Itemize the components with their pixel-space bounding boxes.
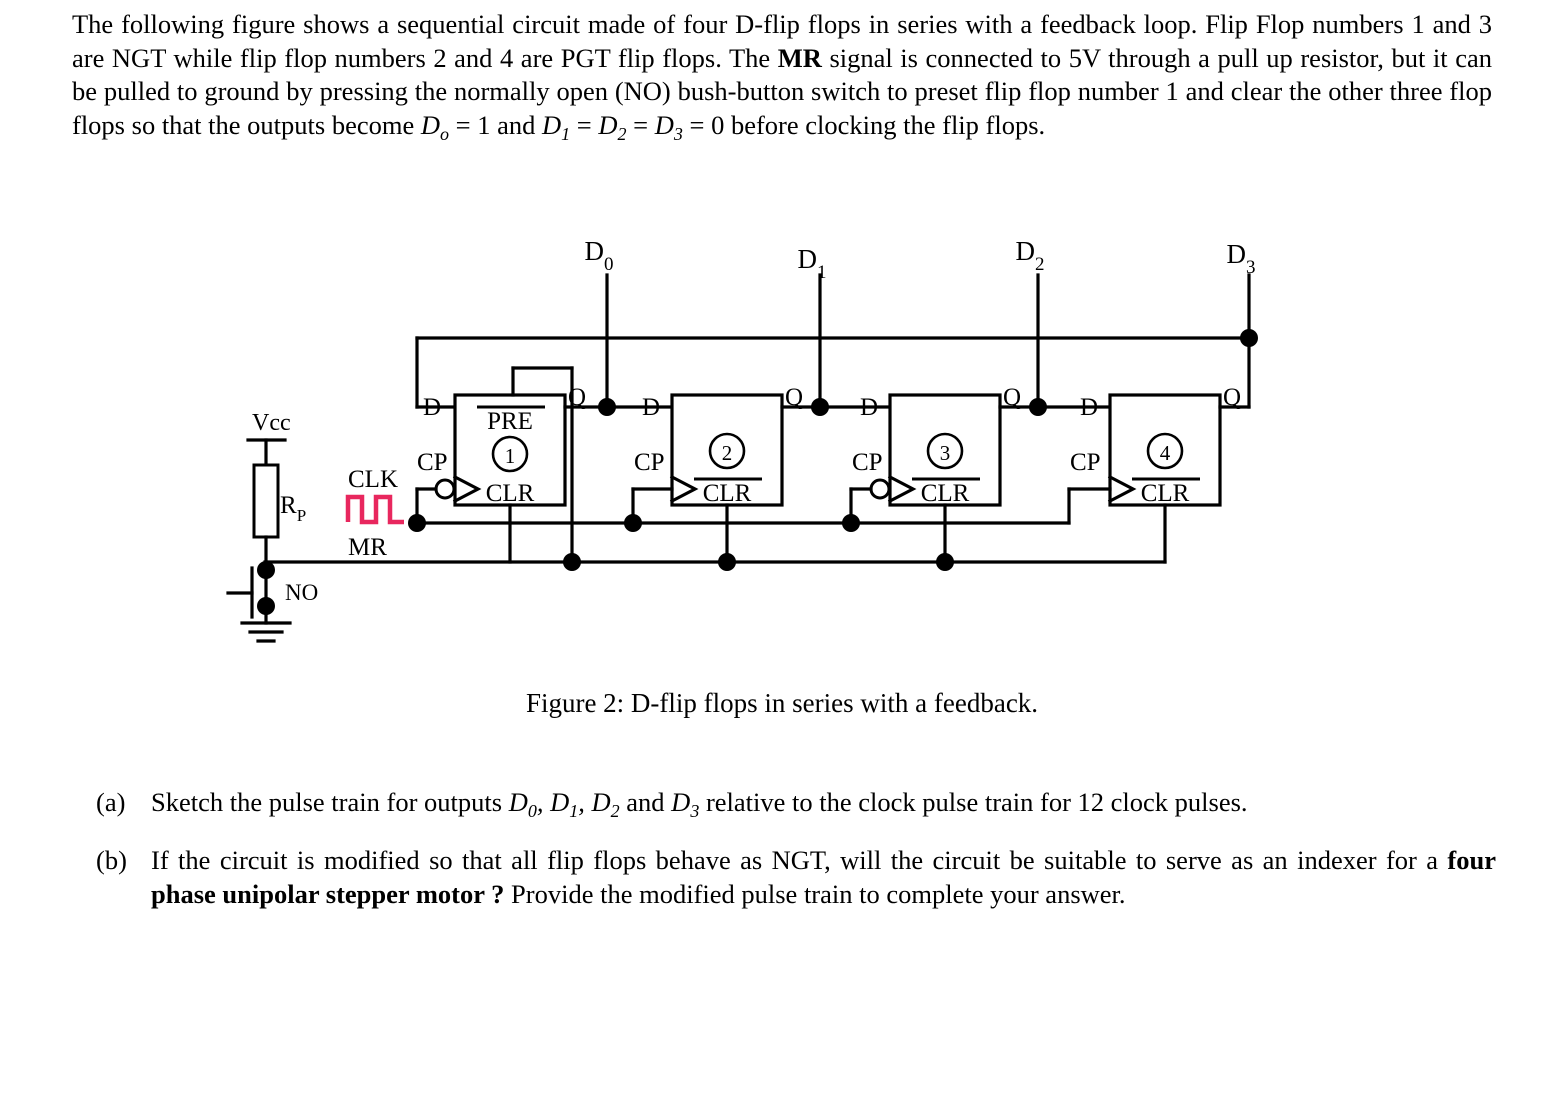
eq-equals-2: = (626, 109, 655, 140)
ff4-number: 4 (1160, 441, 1171, 465)
ff3-clr-label: CLR (921, 480, 970, 507)
question-a-var-last: D3 (671, 787, 700, 821)
ff1-clock-triangle (452, 474, 482, 504)
question-a-text-1: Sketch the pulse train for outputs (151, 787, 509, 817)
question-a-text-2: and (619, 787, 672, 817)
ff4-d-label: D (1080, 394, 1098, 421)
question-b-bold: four phase unipolar stepper motor ? (151, 845, 1496, 909)
ff1-q-label: Q (568, 384, 586, 411)
circuit-figure: D0 D1 D2 D3 Vcc RP CLK MR NO D Q CP PRE … (0, 225, 1564, 665)
ff1-pre-label: PRE (487, 408, 533, 435)
ff1-number-circle (491, 435, 529, 473)
circuit-diagram-svg: D0 D1 D2 D3 Vcc RP CLK MR NO D Q CP PRE … (226, 236, 1258, 643)
ff3-clock-bubble (869, 478, 891, 500)
intro-line-1: The following figure shows a sequential … (72, 9, 1198, 39)
junction-q1-d0 (598, 398, 616, 416)
junction-q4-d3 (1240, 329, 1258, 347)
ff1-number: 1 (505, 444, 516, 468)
intro-text: The following figure shows a sequential … (72, 8, 1492, 151)
clk-label: CLK (348, 466, 398, 493)
ff3-number-circle (926, 432, 964, 470)
junction-dots (257, 329, 1258, 615)
eq-d2: D (598, 109, 618, 140)
eq-d3-sub: 3 (673, 123, 683, 144)
eq-d0: D (420, 109, 441, 140)
ff4-clock-triangle (1107, 474, 1137, 504)
vcc-label: Vcc (252, 410, 291, 436)
ff3-number: 3 (940, 441, 951, 465)
label-d2: D2 (1016, 236, 1045, 275)
figure-caption: Figure 2: D-flip flops in series with a … (525, 688, 1039, 718)
ff4-clr-label: CLR (1141, 480, 1190, 507)
junction-switch-top (257, 561, 275, 579)
question-b: (b) If the circuit is modified so that al… (96, 844, 1496, 911)
label-d0: D0 (585, 236, 614, 275)
ff2-q-label: Q (785, 384, 803, 411)
question-a-label: (a) (96, 787, 126, 817)
label-d1: D1 (798, 244, 827, 283)
ff2-number: 2 (722, 441, 733, 465)
junction-clk-ff3 (842, 514, 860, 532)
ff2-d-label: D (642, 394, 660, 421)
ff4-cp-label: CP (1070, 449, 1101, 476)
questions-list: (a) Sketch the pulse train for outputs D0… (96, 786, 1496, 927)
clock-waveform-icon (345, 494, 404, 525)
eq-d3: D (654, 109, 674, 140)
intro-line-2a: Flip Flop numbers 1 and 3 are NGT while … (72, 9, 1492, 73)
question-a: (a) Sketch the pulse train for outputs D0… (96, 786, 1496, 828)
question-b-label: (b) (96, 845, 127, 876)
junction-q2-d1 (811, 398, 829, 416)
question-a-vars: D0, D1, D2 (508, 787, 620, 821)
eq-d2-sub: 2 (617, 123, 627, 144)
ff2-body (670, 393, 784, 507)
ff2-number-circle (708, 432, 746, 470)
eq-d0-sub: o (440, 123, 450, 144)
ff2-clock-triangle (669, 474, 699, 504)
junction-clk-ff1 (408, 514, 426, 532)
ff3-d-label: D (860, 394, 878, 421)
junction-switch-bottom (257, 597, 275, 615)
junction-clk-ff2 (624, 514, 642, 532)
eq-d1-sub: 1 (561, 123, 571, 144)
question-b-text-1: If the circuit is modified so that all f… (151, 845, 1448, 876)
eq-equals-1: = (570, 109, 599, 140)
no-switch-label: NO (285, 580, 318, 605)
question-b-text-2: Provide the modified pulse train to comp… (504, 878, 1126, 909)
ff1-cp-label: CP (417, 449, 448, 476)
ff1-clock-bubble (434, 478, 456, 500)
mr-label: MR (348, 534, 387, 561)
ff1-clr-label: CLR (486, 480, 535, 507)
mr-signal-bold: MR (777, 42, 822, 73)
intro-paragraph: The following figure shows a sequential … (72, 8, 1492, 151)
pullup-resistor (252, 463, 280, 539)
resistor-label: RP (280, 492, 306, 525)
eq-mid-1: = 1 and (449, 109, 542, 140)
junction-mr-clr2 (718, 553, 736, 571)
ff3-cp-label: CP (852, 449, 883, 476)
junction-mr-pre1 (563, 553, 581, 571)
ff3-clock-triangle (887, 474, 917, 504)
junction-q3-d2 (1029, 398, 1047, 416)
junction-mr-clr3 (936, 553, 954, 571)
eq-d1: D (542, 109, 562, 140)
ff2-clr-label: CLR (703, 480, 752, 507)
intro-line-2b: signal is connected to 5V through a pull… (72, 42, 1492, 140)
ff2-cp-label: CP (634, 449, 665, 476)
eq-tail: = 0 before clocking the flip flops. (682, 109, 1046, 140)
label-d3: D3 (1227, 239, 1256, 278)
question-a-text-3: relative to the clock pulse train for 12… (699, 787, 1248, 817)
ff4-q-label: Q (1223, 384, 1241, 411)
ff3-q-label: Q (1003, 384, 1021, 411)
ff1-d-label: D (423, 394, 441, 421)
ff4-number-circle (1146, 432, 1184, 470)
